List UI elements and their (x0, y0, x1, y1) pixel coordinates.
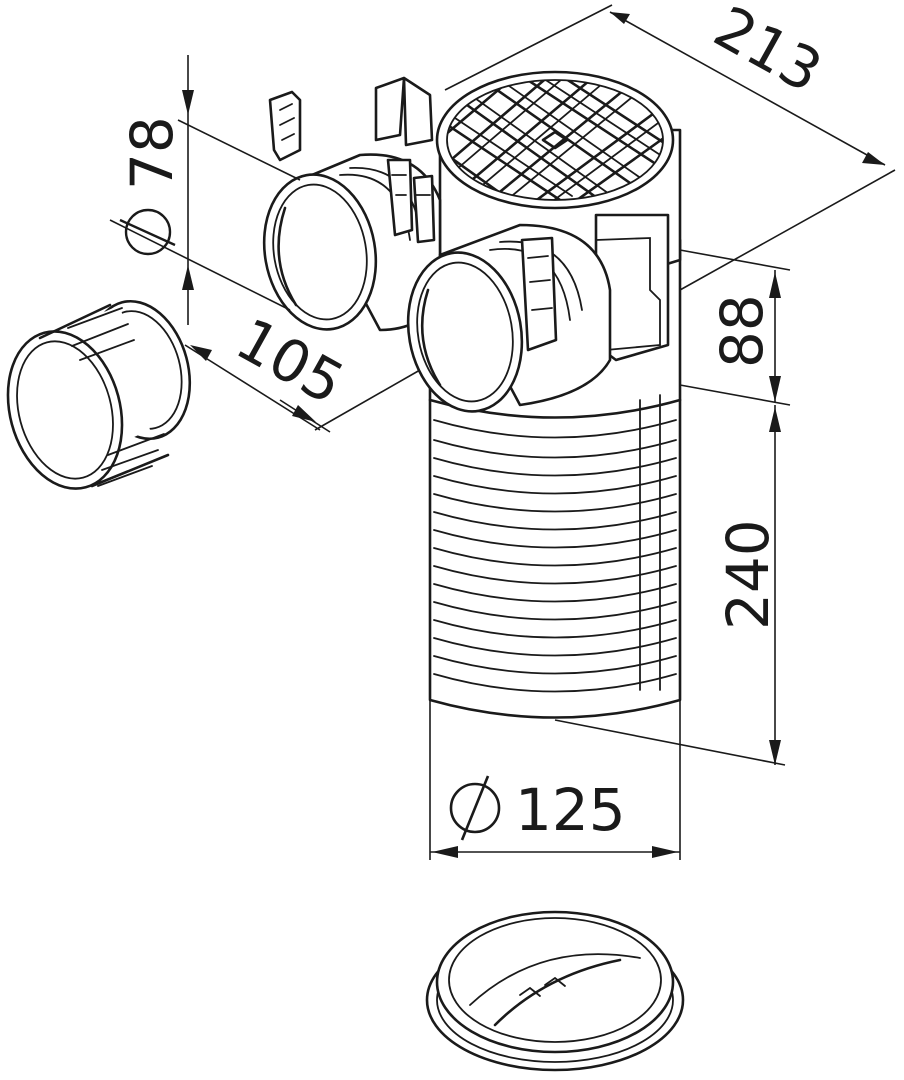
dim-label-213: 213 (703, 0, 833, 106)
dimension-lines (109, 4, 896, 860)
dim-label-125: 125 (515, 776, 626, 844)
grille-lattice (447, 80, 663, 200)
dim-label-78: 78 (118, 116, 186, 190)
dim-label-88: 88 (708, 294, 776, 368)
loose-clip (268, 90, 302, 162)
spigot-upper (262, 153, 442, 332)
diameter-symbol-78 (119, 208, 176, 256)
bottom-cap (425, 910, 685, 1072)
spigot-front (406, 223, 612, 413)
dim-label-240: 240 (714, 519, 782, 630)
tube-ribs (433, 394, 677, 693)
diameter-symbol-125 (449, 775, 501, 841)
connector-ring-left (6, 299, 192, 490)
